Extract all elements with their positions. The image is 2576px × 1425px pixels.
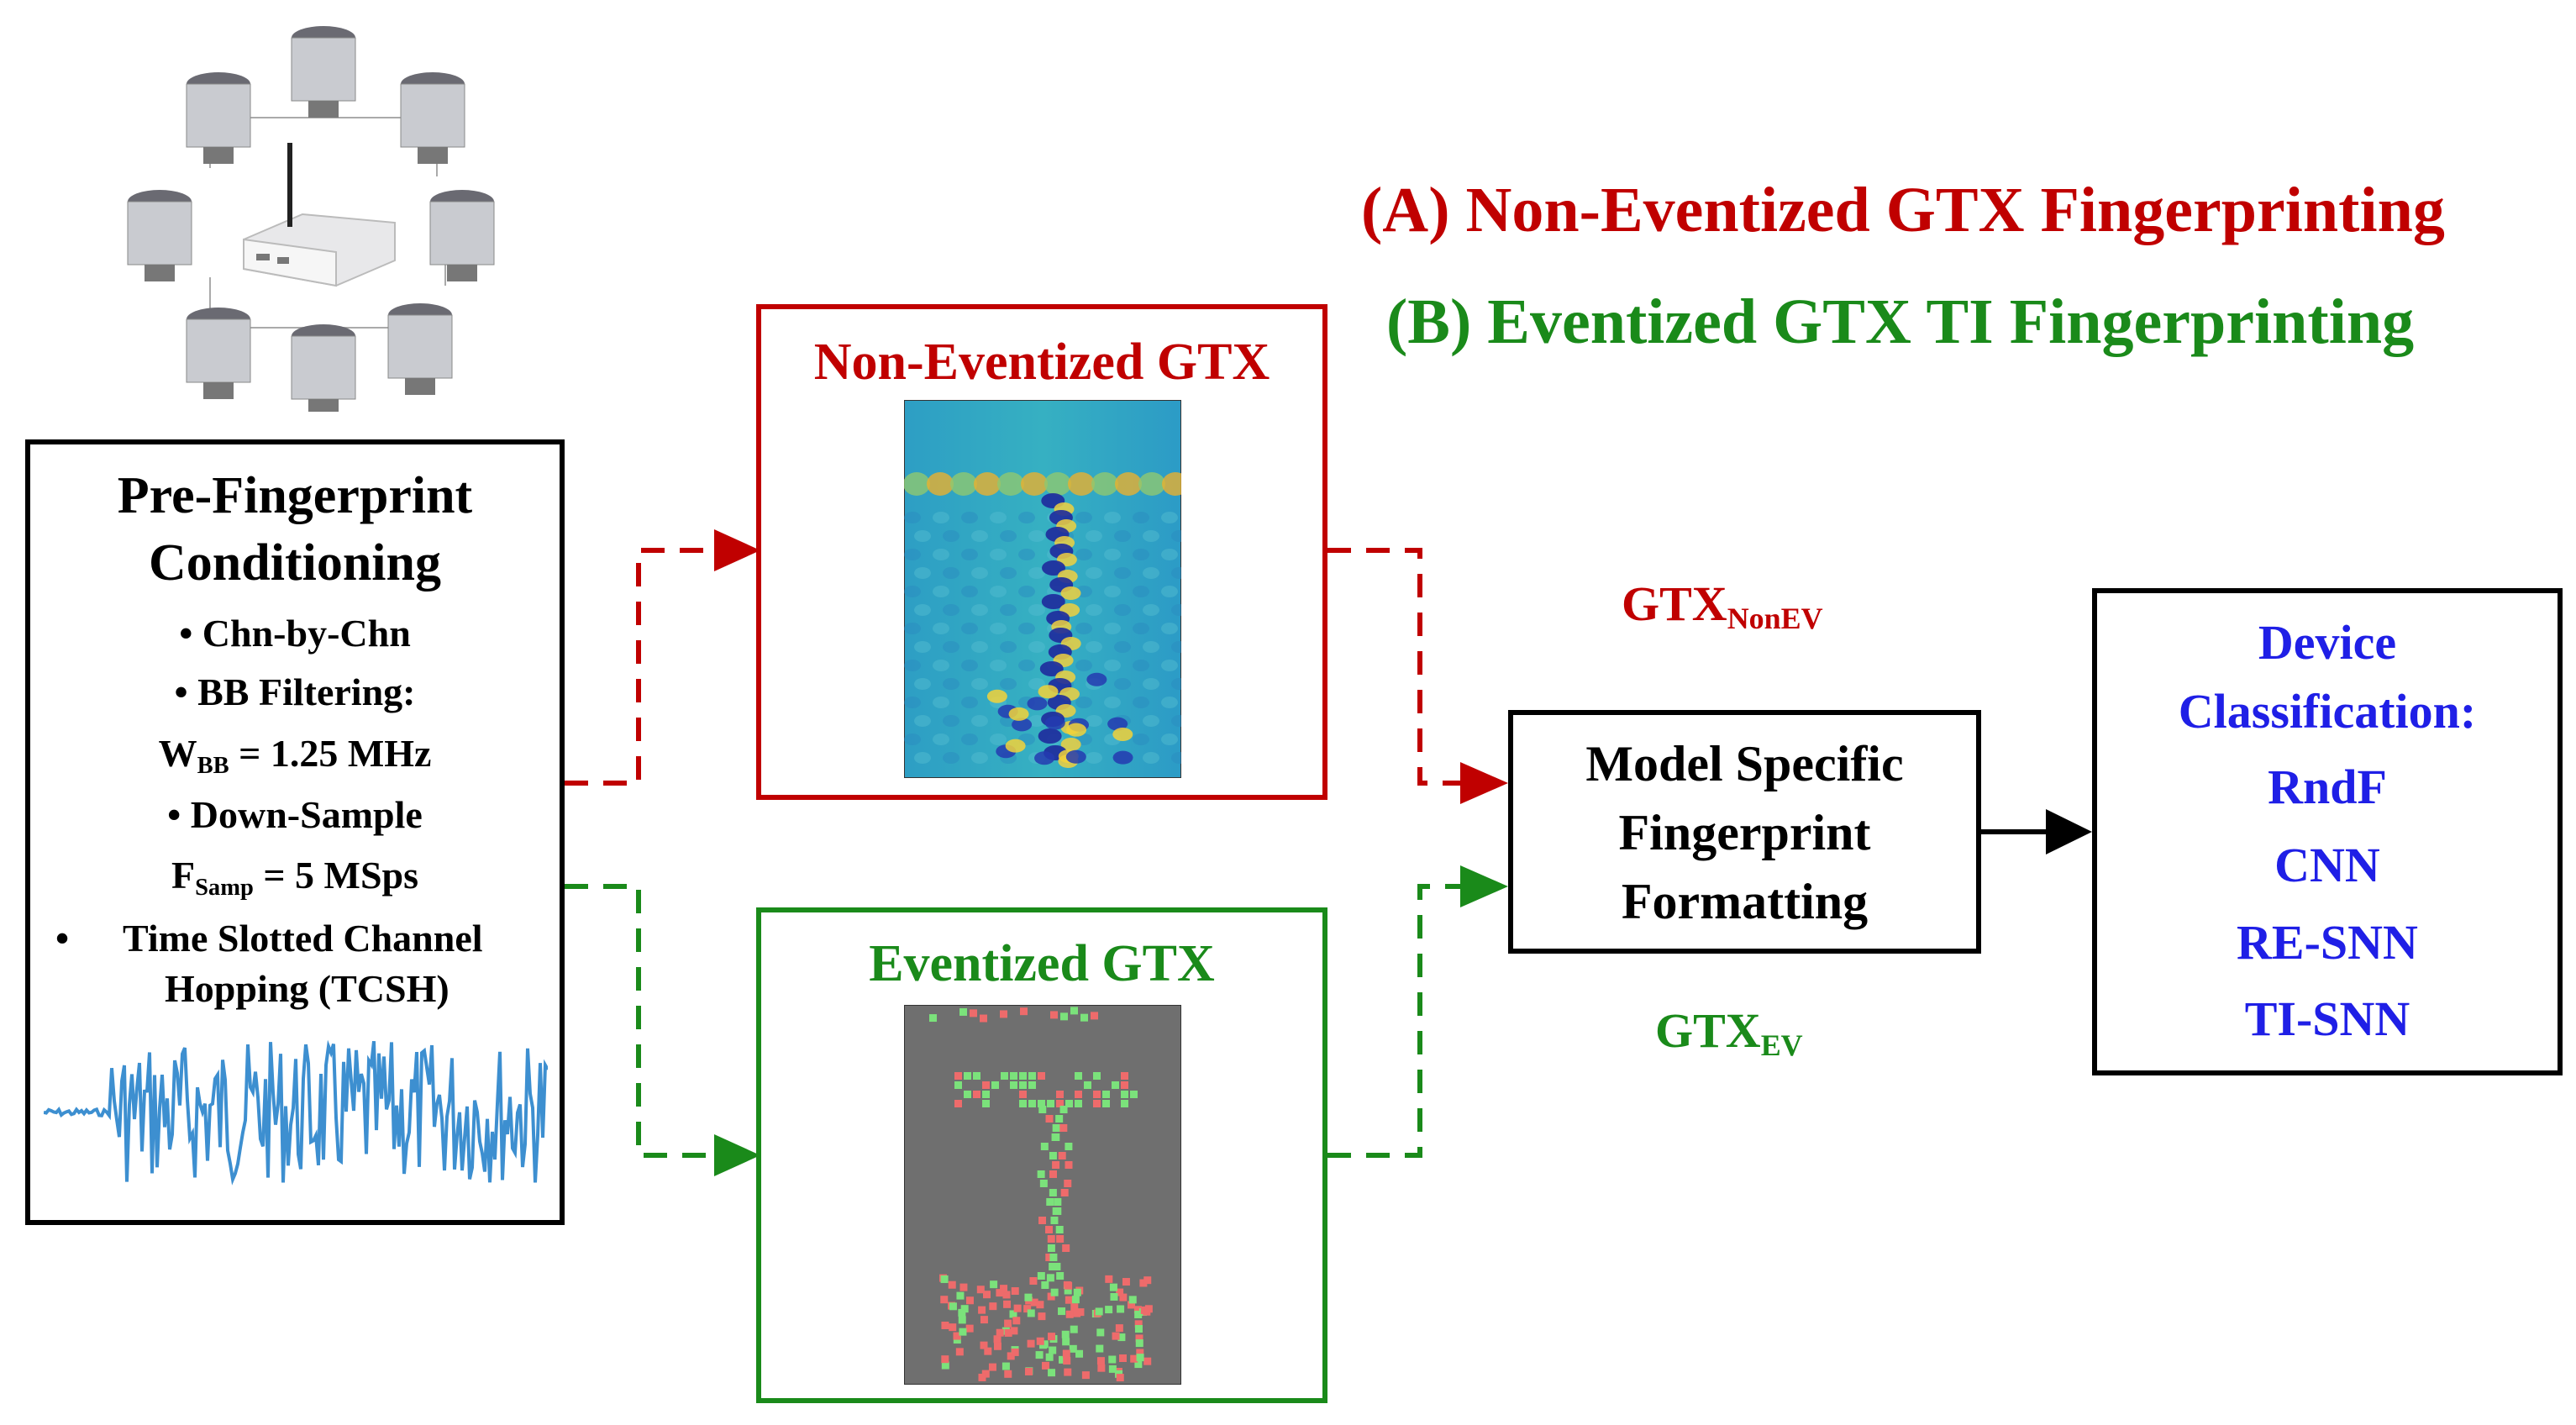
bullet-down-sample: • Down-Sample (167, 793, 423, 836)
classifier-rndf: RndF (2268, 760, 2387, 814)
classification-title1: Device (2258, 615, 2397, 670)
classifier-cnn: CNN (2274, 838, 2380, 892)
eventized-gtx-box: Eventized GTX (756, 907, 1327, 1403)
tsch-line2: Hopping (TCSH) (165, 967, 449, 1010)
gtx-nonev-label: GTXNonEV (1622, 576, 1823, 636)
non-eventized-gtx-heatmap (904, 400, 1181, 778)
bullet-bb-filtering: • BB Filtering: (174, 670, 416, 713)
bullet-chn-by-chn: • Chn-by-Chn (179, 612, 411, 655)
fsamp-value: FSamp = 5 MSps (171, 854, 419, 901)
arrow-to-nonev (714, 529, 760, 571)
model-line2: Fingerprint (1618, 805, 1871, 860)
conditioning-title-line2: Conditioning (148, 534, 442, 592)
arrow-ev-to-model (1460, 865, 1508, 907)
non-eventized-gtx-box: Non-Eventized GTX (756, 304, 1327, 800)
sensor-icons (127, 26, 495, 412)
tsch-line1: Time Slotted Channel (123, 917, 483, 960)
device-network-image (127, 26, 495, 412)
non-eventized-gtx-title: Non-Eventized GTX (813, 334, 1270, 391)
gtx-ev-label: GTXEV (1655, 1003, 1803, 1063)
arrow-to-ev (714, 1134, 760, 1176)
signal-waveform-image (44, 1039, 548, 1186)
wbb-value: WBB = 1.25 MHz (158, 732, 432, 779)
eventized-gtx-title: Eventized GTX (869, 935, 1215, 992)
model-line1: Model Specific (1585, 736, 1904, 791)
classification-title2: Classification: (2178, 684, 2477, 739)
pre-fingerprint-conditioning-box: Pre-Fingerprint Conditioning • Chn-by-Ch… (25, 439, 565, 1225)
legend-non-eventized: (A) Non-Eventized GTX Fingerprinting (1361, 175, 2445, 245)
conditioning-title-line1: Pre-Fingerprint (117, 467, 473, 524)
arrow-model-to-classification (2046, 809, 2092, 854)
classifier-ti-snn: TI-SNN (2244, 991, 2410, 1046)
classifier-re-snn: RE-SNN (2237, 915, 2418, 970)
model-specific-formatting-box: Model Specific Fingerprint Formatting (1508, 710, 1981, 954)
device-classification-box: Device Classification: RndF CNN RE-SNN T… (2092, 588, 2563, 1075)
model-line3: Formatting (1621, 874, 1869, 929)
legend-eventized: (B) Eventized GTX TI Fingerprinting (1386, 287, 2415, 357)
bullet-tsch: • (55, 917, 70, 960)
gateway-router-icon (243, 143, 396, 287)
eventized-gtx-event-map (904, 1005, 1181, 1385)
arrow-nonev-to-model (1460, 762, 1508, 804)
